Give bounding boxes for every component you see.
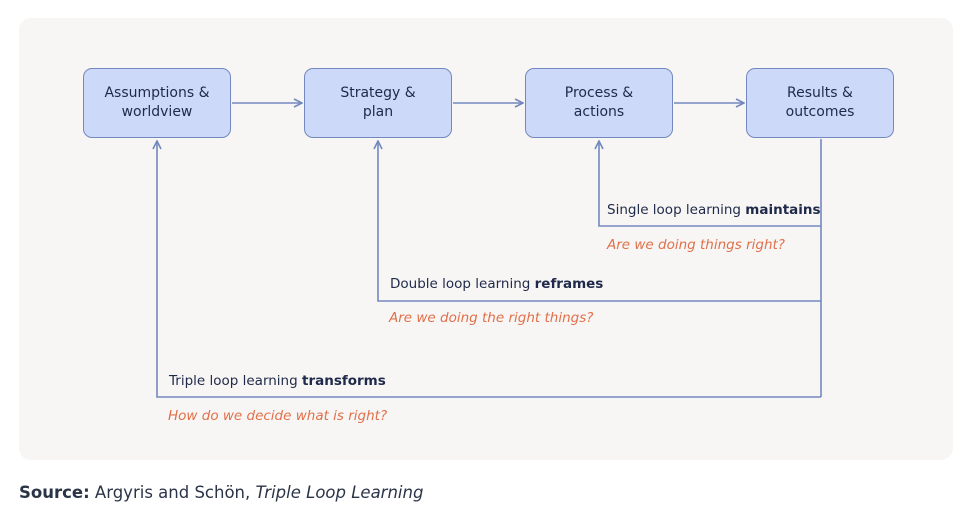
- source-authors: Argyris and Schön,: [89, 483, 256, 502]
- stage-assumptions-worldview: Assumptions & worldview: [83, 68, 231, 138]
- stage-label: Assumptions & worldview: [104, 85, 210, 120]
- triple-loop-line: [157, 141, 821, 398]
- triple-loop-question: How do we decide what is right?: [168, 408, 388, 424]
- stage-results-outcomes: Results & outcomes: [746, 68, 894, 138]
- double-loop-question: Are we doing the right things?: [389, 310, 594, 326]
- stage-strategy-plan: Strategy & plan: [304, 68, 452, 138]
- double-loop-label: Double loop learning reframes: [390, 276, 604, 292]
- single-loop-label: Single loop learning maintains: [607, 202, 821, 218]
- stage-label: Results & outcomes: [785, 85, 855, 120]
- stage-label: Process & actions: [564, 85, 634, 120]
- stage-process-actions: Process & actions: [525, 68, 673, 138]
- double-loop-emphasis: reframes: [534, 276, 604, 292]
- triple-loop-label: Triple loop learning transforms: [169, 373, 386, 389]
- stage-label: Strategy & plan: [340, 85, 416, 120]
- double-loop-line: [378, 141, 821, 302]
- triple-loop-emphasis: transforms: [301, 373, 386, 389]
- source-caption: Source: Argyris and Schön, Triple Loop L…: [19, 483, 423, 502]
- source-prefix: Source:: [19, 483, 90, 502]
- single-loop-emphasis: maintains: [745, 202, 821, 218]
- single-loop-question: Are we doing things right?: [607, 237, 785, 253]
- single-loop-line: [599, 141, 821, 227]
- source-title: Triple Loop Learning: [255, 483, 424, 502]
